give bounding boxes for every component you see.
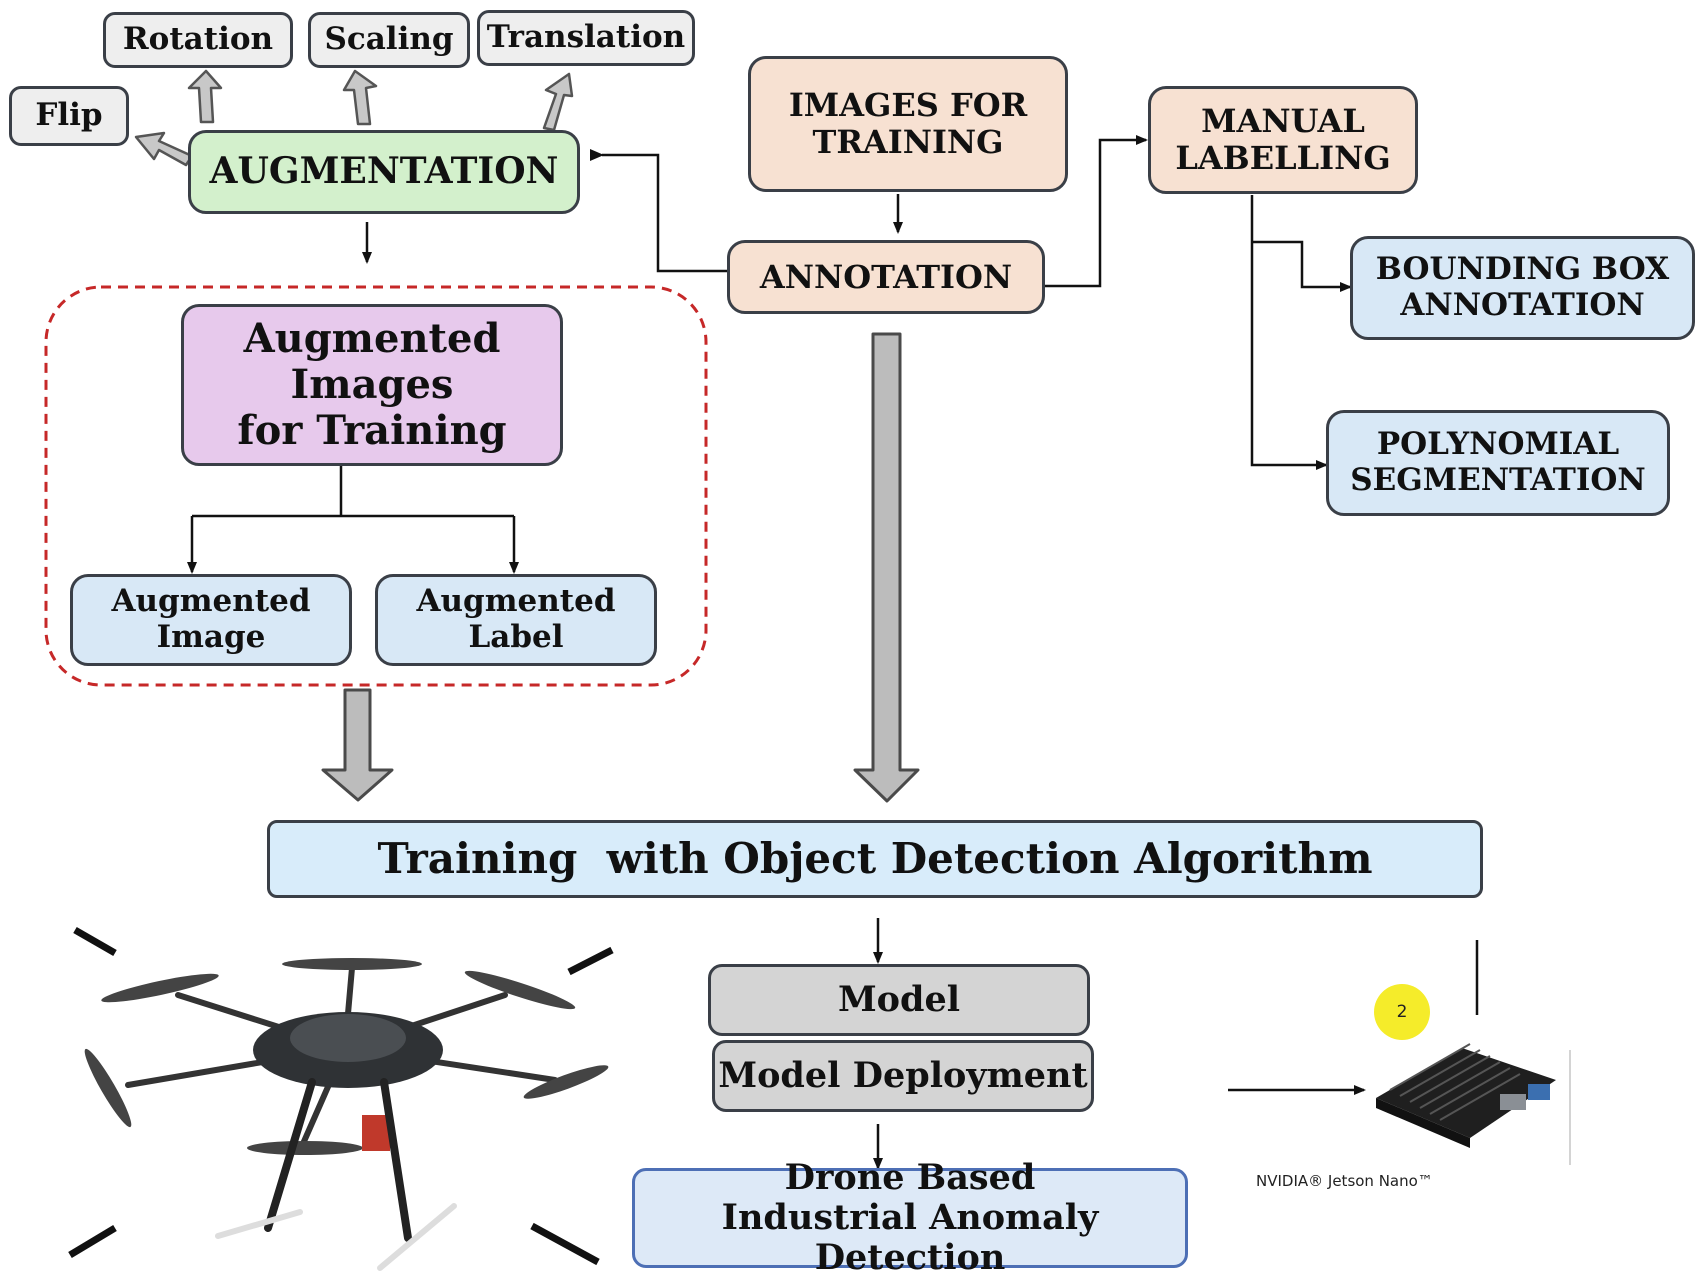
bounding-box-line2: ANNOTATION — [1400, 287, 1645, 323]
images-for-training-line2: TRAINING — [812, 123, 1004, 161]
translation-box: Translation — [477, 10, 695, 66]
arrow-to-flip — [134, 131, 194, 167]
augmented-images-line2: for Training — [237, 407, 507, 454]
purple-split-line — [192, 466, 514, 518]
augmented-images-line1: Augmented Images — [243, 315, 501, 408]
big-arrow-annotation-to-training — [853, 332, 920, 803]
drone-anomaly-detection-box: Drone Based Industrial Anomaly Detection — [632, 1157, 1188, 1278]
labelling-to-polynomial-arrow — [1250, 195, 1328, 470]
polynomial-line2: SEGMENTATION — [1350, 462, 1646, 498]
flip-label: Flip — [35, 97, 103, 134]
arrow-to-translation — [542, 72, 574, 132]
translation-label: Translation — [486, 19, 686, 56]
augmented-group-boundary — [44, 285, 708, 687]
augmented-label-line2: Label — [468, 619, 564, 655]
annotation-label: ANNOTATION — [759, 257, 1013, 296]
polynomial-segmentation-box: POLYNOMIAL SEGMENTATION — [1326, 410, 1670, 516]
rotation-box: Rotation — [103, 12, 293, 68]
model-deployment-box: Model Deployment — [712, 1040, 1094, 1112]
model-deployment-label: Model Deployment — [718, 1054, 1088, 1096]
augmented-image-box: Augmented Image — [70, 574, 352, 666]
final-line1: Drone Based — [784, 1156, 1036, 1198]
arrow-to-scaling — [342, 69, 378, 126]
augmented-image-line2: Image — [156, 619, 266, 655]
jetson-badge: 2 — [1374, 984, 1430, 1040]
augmentation-label: AUGMENTATION — [209, 150, 559, 193]
training-label: Training with Object Detection Algorithm — [377, 833, 1373, 883]
images-for-training-box: IMAGES FOR TRAINING — [748, 56, 1068, 192]
scaling-box: Scaling — [308, 12, 470, 68]
final-line2: Industrial Anomaly Detection — [721, 1196, 1099, 1278]
model-label: Model — [837, 978, 961, 1020]
labelling-to-bbox-arrow — [1252, 240, 1352, 292]
model-box: Model — [708, 964, 1090, 1036]
flip-box: Flip — [9, 86, 129, 146]
bounding-box-annotation-box: BOUNDING BOX ANNOTATION — [1350, 236, 1695, 340]
augmentation-box: AUGMENTATION — [188, 130, 580, 214]
augmented-images-box: Augmented Images for Training — [181, 304, 563, 466]
drone-illustration — [68, 926, 614, 1271]
manual-labelling-line1: MANUAL — [1201, 102, 1365, 141]
annotation-augmentation-link — [590, 149, 739, 277]
annotation-to-labelling-arrow — [1044, 135, 1148, 288]
big-arrow-group-to-training — [321, 688, 394, 802]
augmented-label-box: Augmented Label — [375, 574, 657, 666]
arrow-to-rotation — [187, 69, 223, 124]
polynomial-line1: POLYNOMIAL — [1376, 426, 1620, 463]
augmented-label-line1: Augmented — [416, 583, 616, 620]
augmented-image-line1: Augmented — [111, 583, 311, 620]
rotation-label: Rotation — [122, 21, 274, 58]
scaling-label: Scaling — [324, 21, 454, 58]
manual-labelling-box: MANUAL LABELLING — [1148, 86, 1418, 194]
bounding-box-line1: BOUNDING BOX — [1375, 251, 1670, 288]
jetson-nano-board — [1376, 1043, 1571, 1165]
manual-labelling-line2: LABELLING — [1175, 139, 1391, 177]
jetson-caption: NVIDIA® Jetson Nano™ — [1256, 1172, 1433, 1190]
training-box: Training with Object Detection Algorithm — [267, 820, 1483, 898]
annotation-box: ANNOTATION — [727, 240, 1045, 314]
images-for-training-line1: IMAGES FOR — [788, 86, 1028, 125]
